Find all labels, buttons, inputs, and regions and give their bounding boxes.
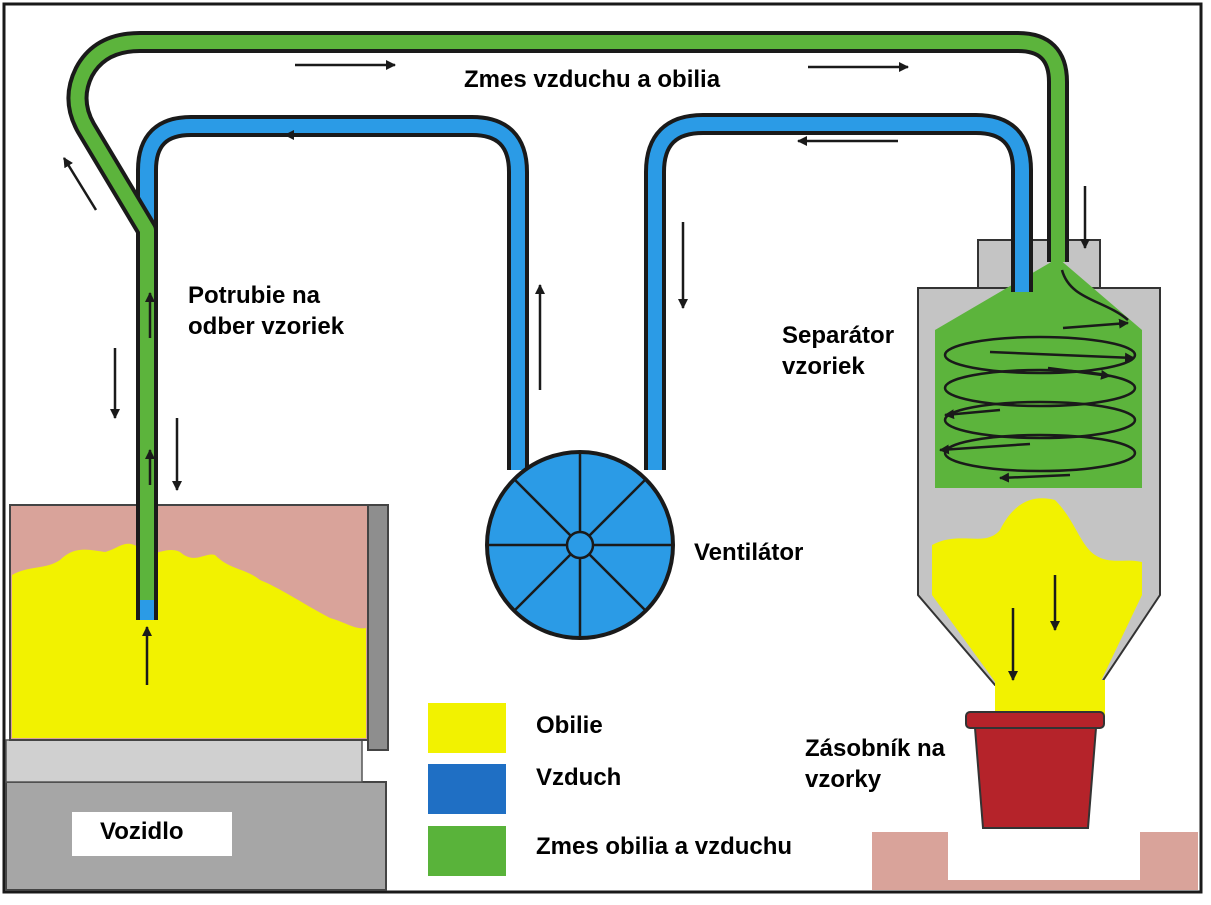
legend-label-grain: Obilie (530, 710, 609, 742)
label-mixture-flow: Zmes vzduchu a obilia (458, 64, 727, 96)
legend-swatch-mixture (428, 826, 506, 876)
truck-grain (12, 543, 366, 738)
separator-body (917, 239, 1161, 686)
floor-label-box (948, 830, 1140, 880)
label-sampling-pipe-line2: odber vzoriek (182, 311, 351, 343)
fan (485, 450, 675, 640)
outer-frame (2, 2, 1203, 894)
flow-arrows (62, 60, 1135, 685)
vehicle (5, 504, 389, 891)
label-fan: Ventilátor (688, 537, 810, 569)
truck-bed-base (5, 739, 363, 783)
legend-swatch-air (428, 764, 506, 814)
separator-grain (932, 498, 1142, 683)
label-vehicle: Vozidlo (72, 812, 232, 856)
label-container-line1: Zásobník na (805, 735, 946, 762)
air-pipes (136, 113, 1033, 620)
truck-wall-right (367, 504, 389, 751)
label-separator-line1: Separátor (776, 320, 901, 352)
legend-swatch-grain (428, 703, 506, 753)
label-container-line2: vzorky (805, 766, 882, 793)
sample-container (965, 680, 1105, 829)
label-sampling-pipe-line1: Potrubie na (182, 280, 327, 312)
legend-label-air: Vzduch (530, 762, 628, 794)
legend-label-mixture: Zmes obilia a vzduchu (530, 831, 799, 863)
label-separator-line2: vzoriek (776, 351, 871, 383)
mixture-pipe (66, 31, 1069, 600)
